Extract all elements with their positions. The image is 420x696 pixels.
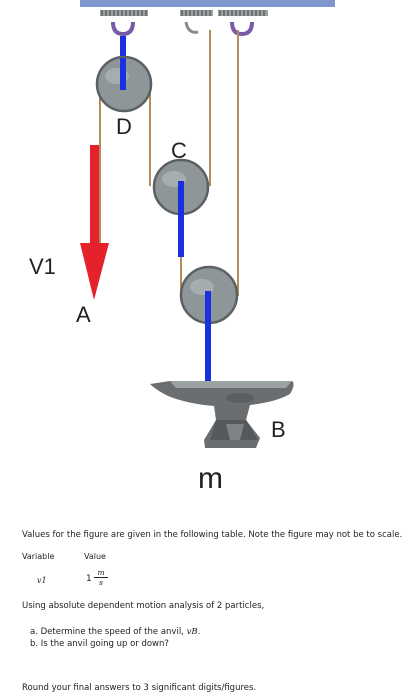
table-cell-value: 1 bbox=[86, 574, 92, 584]
pulley-d bbox=[95, 55, 153, 113]
unit-numerator: m bbox=[94, 568, 108, 578]
question-a-prefix: a. Determine the speed of the anvil, bbox=[30, 627, 187, 637]
pulley-system-diagram: V1 A D C B m bbox=[29, 0, 335, 495]
ceiling-mount-c bbox=[180, 10, 213, 16]
ceiling-mount-d bbox=[100, 10, 148, 16]
hook-left bbox=[184, 21, 199, 34]
ceiling-bar bbox=[80, 0, 335, 7]
pulley-c bbox=[152, 158, 210, 221]
question-a-var: vB bbox=[186, 627, 198, 637]
table-cell-variable: v1 bbox=[37, 576, 47, 585]
question-b-text: b. Is the anvil going up or down? bbox=[30, 639, 169, 649]
unit-fraction: m s bbox=[94, 568, 108, 587]
label-v1: V1 bbox=[29, 254, 56, 279]
footer-text: Round your final answers to 3 significan… bbox=[22, 683, 257, 693]
label-d: D bbox=[116, 114, 132, 139]
table-header-variable: Variable bbox=[22, 552, 55, 561]
label-c: C bbox=[171, 138, 187, 163]
unit-denominator: s bbox=[99, 578, 103, 587]
hook-d bbox=[111, 21, 135, 37]
label-b: B bbox=[271, 417, 286, 442]
ceiling-mount-right bbox=[218, 10, 268, 16]
table-header-value: Value bbox=[84, 552, 106, 561]
hook-right bbox=[230, 21, 254, 37]
label-m: m bbox=[198, 462, 223, 495]
segment-anvil-hanger bbox=[205, 291, 211, 387]
question-a: a. Determine the speed of the anvil, vB. bbox=[30, 627, 200, 637]
instruction-text: Using absolute dependent motion analysis… bbox=[22, 601, 265, 611]
question-b: b. Is the anvil going up or down? bbox=[30, 639, 169, 649]
velocity-arrow-a bbox=[80, 145, 109, 300]
question-a-suffix: . bbox=[197, 627, 201, 637]
label-a: A bbox=[76, 302, 91, 327]
anvil bbox=[150, 381, 294, 448]
intro-text: Values for the figure are given in the f… bbox=[22, 530, 403, 540]
pulley-lower bbox=[179, 265, 239, 331]
